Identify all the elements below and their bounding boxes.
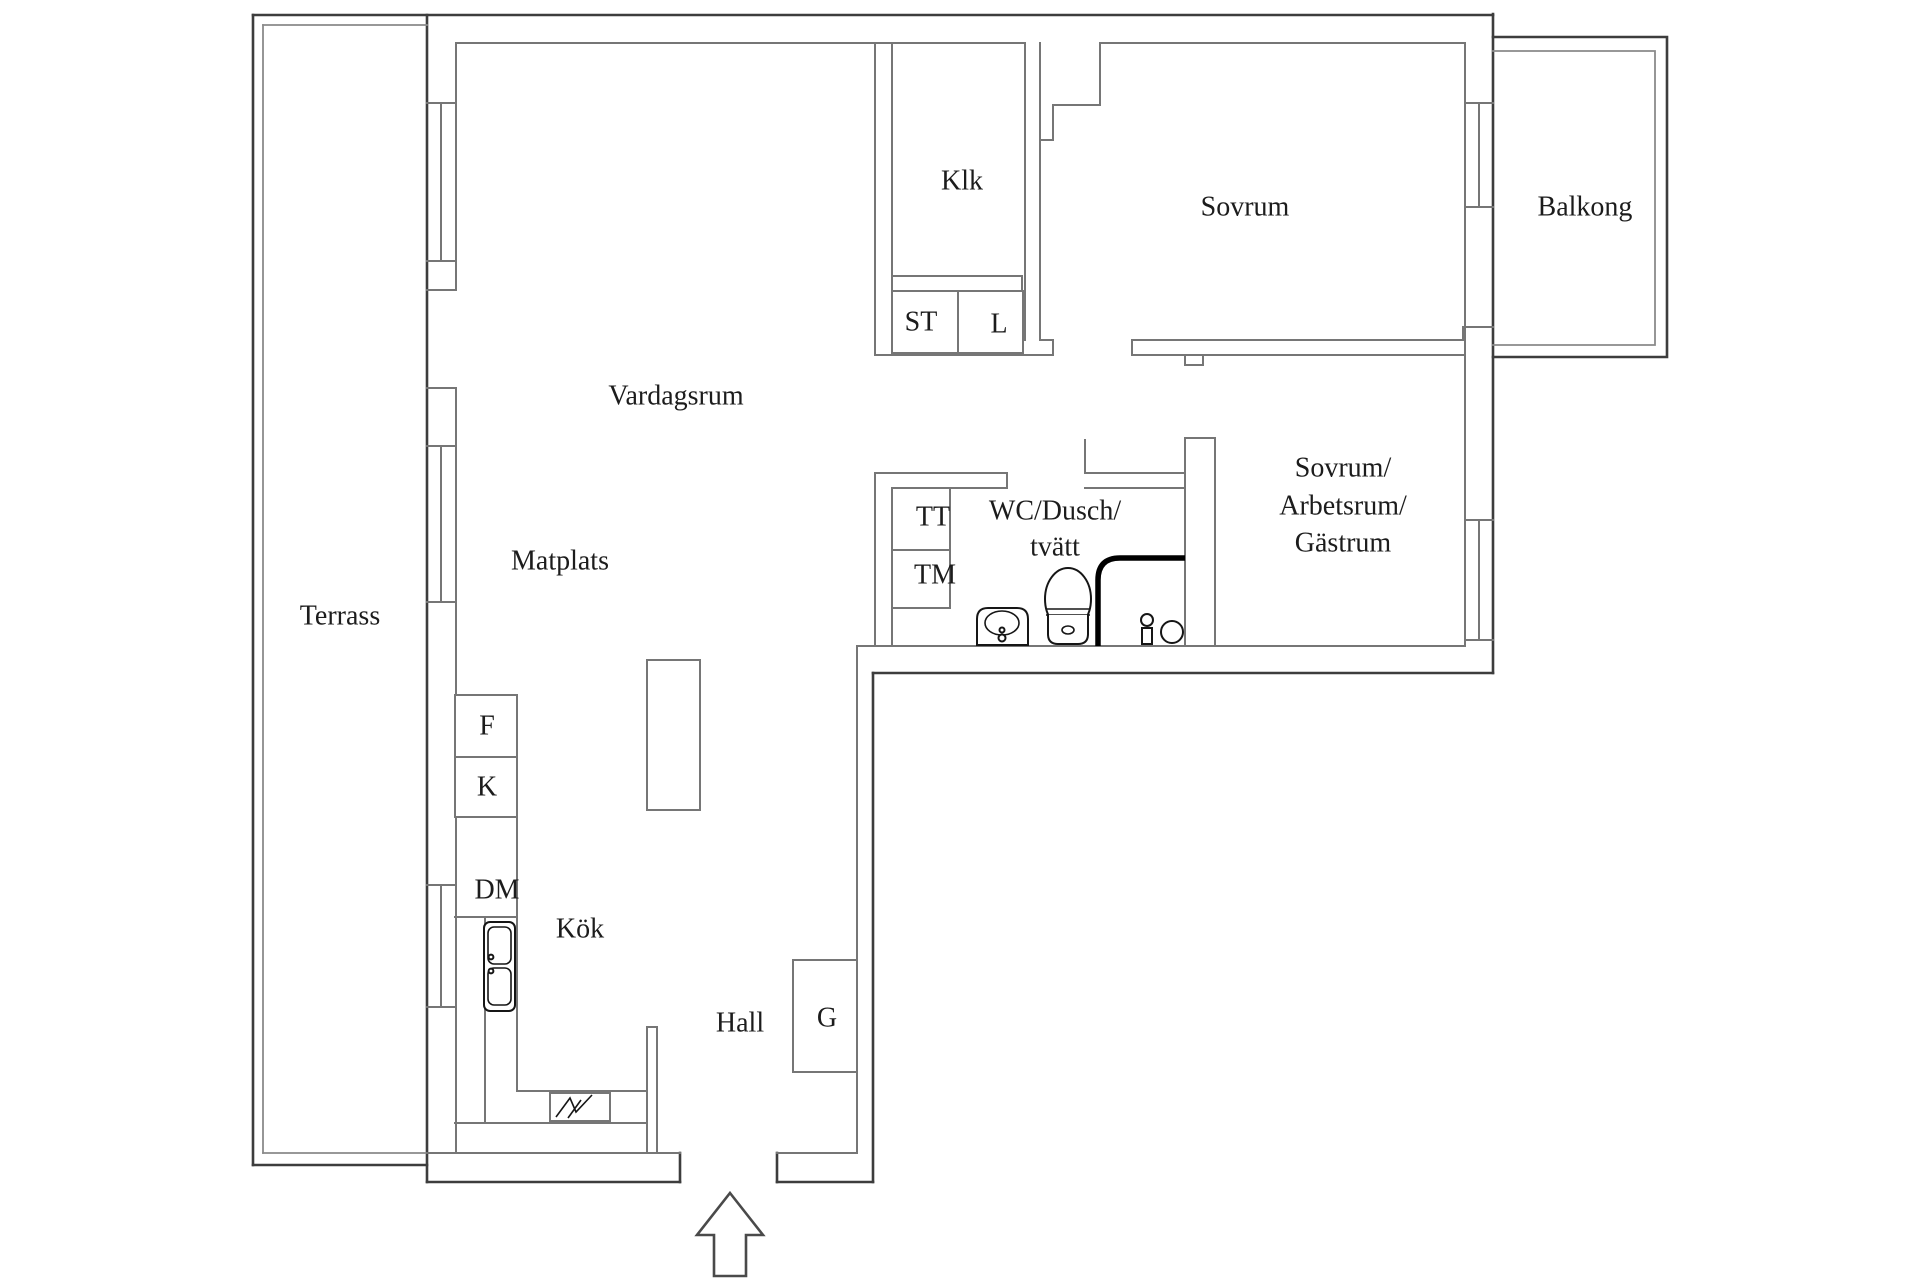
kitchen-cabinets	[454, 659, 701, 1124]
entrance-arrow-icon	[694, 1190, 766, 1278]
label-bedroom2-line2: Arbetsrum/	[1279, 490, 1407, 521]
label-tt: TT	[916, 501, 950, 532]
st-l-closets	[891, 290, 1024, 354]
freezer-cabinet	[454, 756, 518, 818]
label-bedroom2-line3: Gästrum	[1295, 527, 1392, 558]
west-windows	[426, 102, 457, 1008]
label-balkong: Balkong	[1538, 191, 1633, 222]
tt-tm-unit	[891, 487, 951, 609]
label-wc-line2: tvätt	[1030, 531, 1080, 562]
balcony-walls	[1491, 35, 1669, 359]
kitchen-island	[646, 659, 701, 811]
label-sovrum: Sovrum	[1201, 191, 1290, 222]
label-bedroom2-line1: Sovrum/	[1295, 452, 1392, 483]
exterior-walls	[251, 12, 1495, 1184]
label-terrass: Terrass	[300, 600, 380, 631]
interior-walls	[646, 42, 1466, 1154]
label-st: ST	[905, 306, 938, 337]
label-g: G	[817, 1002, 837, 1033]
stove-icon	[549, 1092, 611, 1122]
label-dm: DM	[474, 874, 519, 905]
room-labels: Terrass Vardagsrum Matplats Kök Hall Klk…	[300, 165, 1633, 1038]
label-kok: Kök	[556, 913, 604, 944]
label-wc-line1: WC/Dusch/	[989, 495, 1121, 526]
label-tm: TM	[914, 559, 956, 590]
g-closet	[792, 959, 858, 1073]
east-windows	[1462, 102, 1494, 641]
label-l: L	[990, 308, 1007, 339]
label-hall: Hall	[716, 1007, 764, 1038]
label-matplats: Matplats	[511, 545, 609, 576]
label-klk: Klk	[941, 165, 983, 196]
label-f: F	[479, 710, 495, 741]
wall-inner-faces	[426, 42, 1466, 1154]
label-vardagsrum: Vardagsrum	[608, 380, 744, 411]
terrace-railing	[262, 24, 428, 1154]
shower-corner-icon	[1095, 555, 1185, 646]
closet-labels: ST L TT TM F K DM G	[474, 306, 1007, 1033]
toilet-icon	[1044, 567, 1092, 645]
bathroom-sink-icon	[976, 607, 1029, 646]
kitchen-sink-icon	[483, 921, 516, 1012]
label-k: K	[477, 771, 497, 802]
